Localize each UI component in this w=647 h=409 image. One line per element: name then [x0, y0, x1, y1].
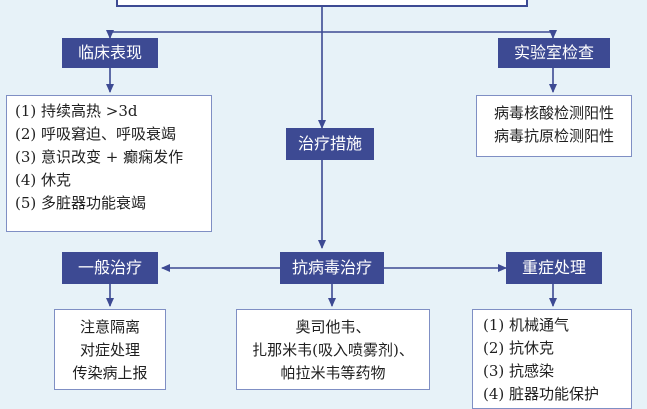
lab-item: 病毒核酸检测阳性	[493, 104, 614, 122]
antiviral-box: 奥司他韦、 扎那米韦(吸入喷雾剂)、 帕拉米韦等药物	[236, 309, 430, 390]
lab-title: 实验室检查	[513, 43, 594, 62]
antiviral-item: 奥司他韦、	[295, 318, 371, 336]
general-box: 注意隔离 对症处理 传染病上报	[54, 309, 166, 390]
severe-item: (4) 脏器功能保护	[483, 385, 600, 403]
clinical-box: (1) 持续高热 >3d (2) 呼吸窘迫、呼吸衰竭 (3) 意识改变 + 癫痫…	[6, 95, 212, 232]
severe-title: 重症处理	[521, 258, 586, 277]
severe-item: (1) 机械通气	[483, 316, 570, 334]
severe-header: 重症处理	[506, 252, 602, 284]
antiviral-header: 抗病毒治疗	[280, 252, 384, 284]
general-item: 传染病上报	[72, 364, 148, 382]
clinical-item: (4) 休克	[15, 171, 72, 189]
treatment-header: 治疗措施	[286, 128, 374, 160]
treatment-title: 治疗措施	[297, 134, 362, 153]
branch-line-top	[110, 7, 553, 33]
clinical-item: (1) 持续高热 >3d	[15, 102, 138, 120]
general-title: 一般治疗	[77, 258, 142, 277]
severe-item: (2) 抗休克	[483, 339, 555, 357]
clinical-item: (3) 意识改变 + 癫痫发作	[15, 148, 184, 166]
severe-box: (1) 机械通气 (2) 抗休克 (3) 抗感染 (4) 脏器功能保护	[472, 309, 632, 409]
clinical-header: 临床表现	[62, 38, 158, 68]
connector-lines	[106, 7, 557, 307]
general-item: 注意隔离	[79, 318, 140, 336]
antiviral-item: 帕拉米韦等药物	[280, 364, 386, 382]
top-banner	[116, 0, 528, 7]
antiviral-item: 扎那米韦(吸入喷雾剂)、	[252, 341, 414, 359]
antiviral-title: 抗病毒治疗	[291, 258, 372, 277]
general-item: 对症处理	[79, 341, 140, 359]
clinical-item: (2) 呼吸窘迫、呼吸衰竭	[15, 125, 177, 143]
clinical-item: (5) 多脏器功能衰竭	[15, 194, 147, 212]
severe-item: (3) 抗感染	[483, 362, 555, 380]
lab-item: 病毒抗原检测阳性	[493, 127, 614, 145]
lab-header: 实验室检查	[498, 38, 610, 68]
general-header: 一般治疗	[62, 252, 158, 284]
clinical-title: 临床表现	[77, 43, 142, 62]
flowchart: 临床表现 (1) 持续高热 >3d (2) 呼吸窘迫、呼吸衰竭 (3) 意识改变…	[6, 0, 632, 409]
lab-box: 病毒核酸检测阳性 病毒抗原检测阳性	[476, 95, 632, 157]
